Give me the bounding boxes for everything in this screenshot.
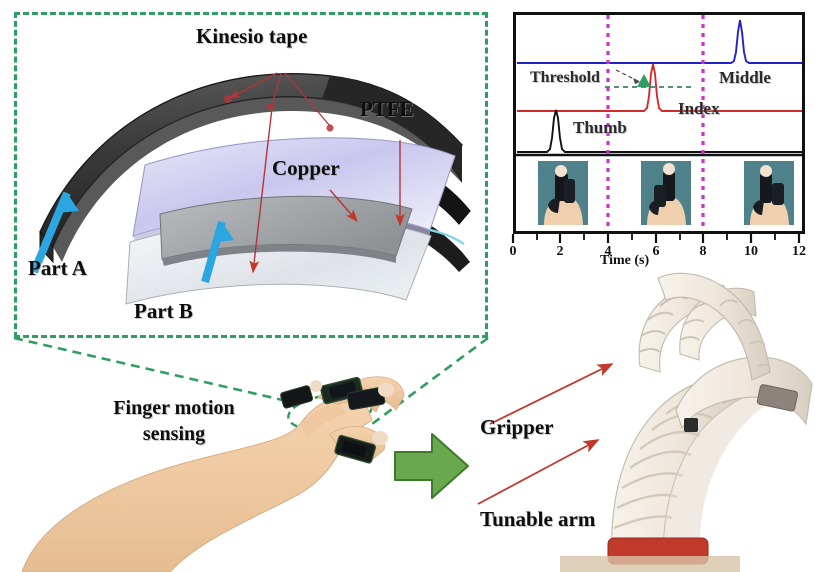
gripper-black-clip xyxy=(684,418,698,432)
tunable-arm xyxy=(611,381,786,561)
series-label-thumb: Thumb xyxy=(573,118,627,137)
series-label-index: Index xyxy=(678,99,720,118)
chart-x-axis-label: Time (s) xyxy=(600,253,650,268)
series-label-middle: Middle xyxy=(719,68,771,87)
gripper-finger-2 xyxy=(679,287,757,361)
xtick-4: 4 xyxy=(604,244,612,259)
voltage-time-chart: Middle Index Thumb Threshold xyxy=(513,12,805,234)
xtick-12: 12 xyxy=(792,244,806,259)
threshold-triangle-marker xyxy=(637,74,651,87)
index-raised-photo xyxy=(641,161,691,225)
xtick-8: 8 xyxy=(699,244,707,259)
xtick-0: 0 xyxy=(509,244,517,259)
process-arrow xyxy=(394,433,469,499)
xtick-10: 10 xyxy=(744,244,758,259)
gripper-sensor-module xyxy=(756,384,799,412)
finger-sensor-modules xyxy=(280,376,394,464)
tunable-arm-label: Tunable arm xyxy=(480,507,596,531)
table-surface xyxy=(560,556,740,572)
middle-raised-photo xyxy=(744,161,794,225)
part-b-label: Part B xyxy=(134,299,193,323)
chart-traces-layer xyxy=(516,15,802,231)
series-thumb-trace xyxy=(517,109,802,153)
xtick-6: 6 xyxy=(652,244,660,259)
part-a-label: Part A xyxy=(28,256,87,280)
gripper-finger-1 xyxy=(638,282,727,373)
xtick-2: 2 xyxy=(556,244,564,259)
chart-x-axis xyxy=(511,234,801,243)
gripper-finger-3 xyxy=(657,272,771,381)
finger-motion-sensing-label-line1: Finger motion xyxy=(113,397,235,419)
ptfe-label: PTFE xyxy=(360,97,414,121)
hand-sensor-highlight xyxy=(287,392,373,432)
finger-motion-sensing-label-line2: sensing xyxy=(142,423,206,445)
copper-label: Copper xyxy=(272,156,340,180)
threshold-leader-head xyxy=(633,78,640,84)
series-middle-trace xyxy=(517,19,802,64)
gripper-label: Gripper xyxy=(480,415,554,439)
device-exploded-view-panel xyxy=(14,12,488,338)
gripper-palm xyxy=(675,356,813,430)
series-index-trace xyxy=(517,63,802,112)
tunable-arm-arrow xyxy=(477,439,600,505)
thumb-raised-photo xyxy=(538,161,588,225)
threshold-label: Threshold xyxy=(530,69,600,86)
kinesio-tape-label: Kinesio tape xyxy=(196,24,308,48)
arm-base-band xyxy=(607,537,709,565)
